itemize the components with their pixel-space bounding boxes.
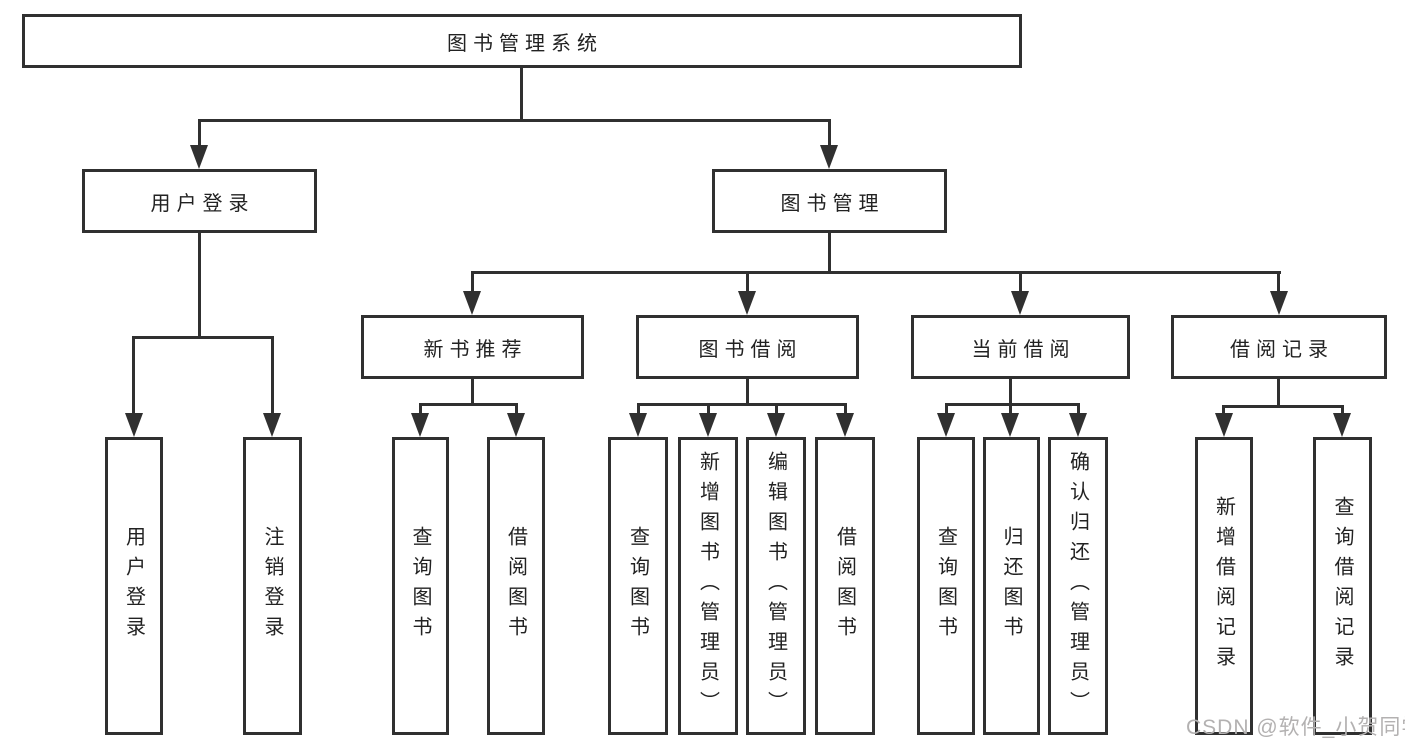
connector-line-vertical [1341, 405, 1344, 416]
connector-line-vertical [746, 379, 749, 405]
node-new-book-recommendation: 新书推荐 [361, 315, 584, 379]
arrow-down-icon [463, 291, 481, 315]
connector-line-vertical [1222, 405, 1225, 416]
arrow-down-icon [1270, 291, 1288, 315]
arrow-down-icon [263, 413, 281, 437]
connector-line-vertical [471, 271, 474, 294]
arrow-down-icon [125, 413, 143, 437]
arrow-down-icon [820, 145, 838, 169]
node-current-borrowing: 当前借阅 [911, 315, 1130, 379]
arrow-down-icon [411, 413, 429, 437]
node-book-management: 图书管理 [712, 169, 947, 233]
connector-line-vertical [637, 403, 640, 416]
connector-line-vertical [198, 233, 201, 336]
connector-line-vertical [271, 336, 274, 416]
arrow-down-icon [1333, 413, 1351, 437]
arrow-down-icon [629, 413, 647, 437]
node-borrowing-records: 借阅记录 [1171, 315, 1387, 379]
leaf-add-books-admin: 新增图书（管理员） [678, 437, 738, 735]
connector-line-vertical [828, 233, 831, 274]
leaf-user-login: 用户登录 [105, 437, 163, 735]
leaf-query-books: 查询图书 [608, 437, 668, 735]
arrow-down-icon [1069, 413, 1087, 437]
connector-line-vertical [1277, 271, 1280, 294]
connector-line-horizontal [1222, 405, 1344, 408]
connector-line-vertical [707, 403, 710, 416]
connector-line-horizontal [945, 403, 1080, 406]
node-book-borrowing: 图书借阅 [636, 315, 859, 379]
leaf-logout: 注销登录 [243, 437, 302, 735]
connector-line-horizontal [132, 336, 274, 339]
leaf-edit-books-admin: 编辑图书（管理员） [746, 437, 806, 735]
connector-line-vertical [945, 403, 948, 416]
connector-line-vertical [1019, 271, 1022, 294]
leaf-query-borrow-record: 查询借阅记录 [1313, 437, 1372, 735]
connector-line-vertical [1077, 403, 1080, 416]
connector-line-horizontal [471, 271, 1281, 274]
connector-line-horizontal [637, 403, 847, 406]
connector-line-vertical [1009, 379, 1012, 405]
connector-line-vertical [198, 119, 201, 149]
leaf-confirm-return-admin: 确认归还（管理员） [1048, 437, 1108, 735]
arrow-down-icon [1001, 413, 1019, 437]
connector-line-vertical [471, 379, 474, 405]
connector-line-vertical [1009, 403, 1012, 416]
connector-line-vertical [419, 403, 422, 416]
csdn-watermark: CSDN @软件_小贺同学 [1186, 716, 1405, 739]
arrow-down-icon [190, 145, 208, 169]
connector-line-vertical [1277, 379, 1280, 407]
connector-line-horizontal [198, 119, 831, 122]
node-user-login: 用户登录 [82, 169, 317, 233]
leaf-return-books: 归还图书 [983, 437, 1040, 735]
connector-line-vertical [132, 336, 135, 416]
connector-line-vertical [515, 403, 518, 416]
arrow-down-icon [738, 291, 756, 315]
connector-line-vertical [828, 119, 831, 149]
arrow-down-icon [507, 413, 525, 437]
leaf-add-borrow-record: 新增借阅记录 [1195, 437, 1253, 735]
arrow-down-icon [699, 413, 717, 437]
connector-line-vertical [775, 403, 778, 416]
arrow-down-icon [767, 413, 785, 437]
leaf-borrow-books: 借阅图书 [487, 437, 545, 735]
leaf-query-books: 查询图书 [917, 437, 975, 735]
connector-line-horizontal [419, 403, 518, 406]
connector-line-vertical [844, 403, 847, 416]
connector-line-vertical [520, 68, 523, 122]
arrow-down-icon [1011, 291, 1029, 315]
connector-line-vertical [746, 271, 749, 294]
node-library-management-system: 图书管理系统 [22, 14, 1022, 68]
leaf-borrow-books: 借阅图书 [815, 437, 875, 735]
leaf-query-books: 查询图书 [392, 437, 449, 735]
arrow-down-icon [937, 413, 955, 437]
arrow-down-icon [836, 413, 854, 437]
arrow-down-icon [1215, 413, 1233, 437]
